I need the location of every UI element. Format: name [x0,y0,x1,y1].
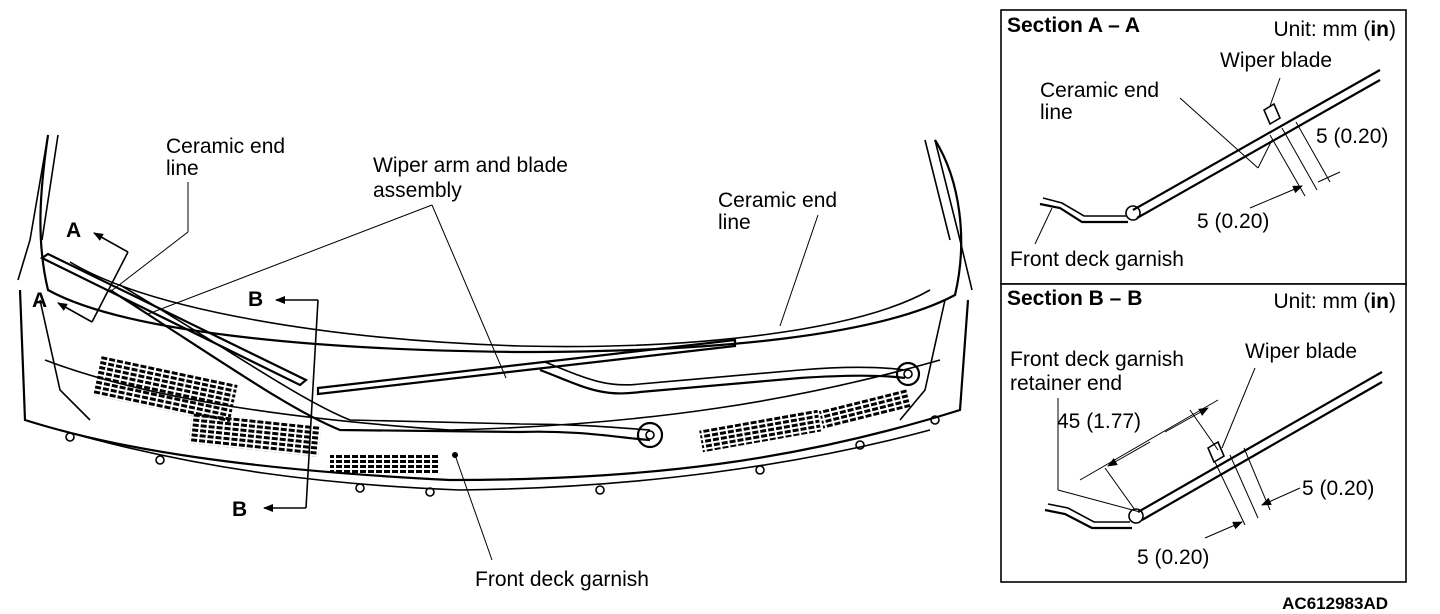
aa-ceramic-line2: line [1040,101,1073,124]
ceramic-left-line1: Ceramic end [166,135,285,158]
windshield-outline [39,134,963,354]
figure-code: AC612983AD [1282,594,1388,613]
left-wiper-arm-inner [119,284,651,431]
center-vent-grille [330,455,440,473]
front-deck-garnish-outline [18,289,970,482]
right-vent-grille [699,409,822,453]
left-wiper-arm [109,289,651,442]
left-vent-grille [92,355,238,425]
ceramic-end-line-right-callout: Ceramic end line [718,189,837,327]
bb-dim-right: 5 (0.20) [1302,477,1374,500]
aa-wiper-blade-tip [1262,102,1282,126]
bb-dim-bottom: 5 (0.20) [1137,546,1209,569]
section-a-top-label: A [66,219,81,242]
right-wiper-arm-inner [544,361,906,386]
right-a-pillar [934,139,973,291]
section-bb-title: Section B – B [1007,287,1142,310]
section-aa-title: Section A – A [1007,14,1140,37]
mounting-holes [65,415,940,497]
aa-dim-bottom: 5 (0.20) [1197,210,1269,233]
garnish-side-right [899,299,946,421]
bb-dim-45: 45 (1.77) [1057,410,1141,433]
right-a-pillar-inner [924,139,951,241]
front-deck-label: Front deck garnish [475,568,649,591]
center-left-vent-grille [188,413,322,457]
section-a-marker: A A [32,219,129,323]
right-wiper-blade [316,338,737,396]
ceramic-right-line2: line [718,211,751,234]
ceramic-end-line-left-callout: Ceramic end line [109,135,285,293]
ceramic-end-line-curve [69,261,931,348]
left-a-pillar [17,134,49,281]
section-a-bottom-label: A [32,289,47,312]
bb-wiper-blade-tip [1206,440,1226,464]
section-bb-frame [1000,283,1407,583]
bb-garnish-clip [1128,508,1144,524]
wiper-arm-line1: Wiper arm and blade [373,154,568,177]
garnish-lower-edge [59,429,931,491]
bb-retainer-line2: retainer end [1010,372,1122,395]
front-deck-garnish-callout: Front deck garnish [452,452,649,591]
wiper-arm-line2: assembly [373,179,462,202]
bb-garnish-profile [1044,508,1132,530]
section-aa-unit: Unit: mm (in) [1274,18,1397,41]
vehicle-illustration [17,134,973,497]
bb-glass-line-lower [1141,381,1383,521]
left-a-pillar-inner [41,134,59,241]
right-wiper-pivot [895,361,921,387]
section-aa-frame [1000,9,1407,285]
left-wiper-blade [39,252,309,387]
garnish-side-left [39,299,91,421]
far-right-vent-grille [818,389,911,429]
section-b-top-label: B [248,288,263,311]
section-b-bottom-label: B [232,498,247,521]
aa-front-deck-label: Front deck garnish [1010,248,1184,271]
aa-ceramic-line1: Ceramic end [1040,79,1159,102]
section-bb-panel: Section B – B Unit: mm (in) Front deck g… [1000,283,1407,583]
bb-retainer-line1: Front deck garnish [1010,348,1184,371]
section-bb-unit: Unit: mm (in) [1274,290,1397,313]
wiper-arm-callout: Wiper arm and blade assembly [147,154,568,379]
aa-garnish-clip [1125,205,1141,221]
bb-wiper-blade-label: Wiper blade [1245,340,1357,363]
aa-wiper-blade-label: Wiper blade [1220,49,1332,72]
aa-glass-line [1132,69,1381,211]
section-aa-panel: Section A – A Unit: mm (in) Wiper blade … [1000,9,1407,285]
left-wiper-pivot [636,421,664,449]
section-b-marker: B B [232,288,319,521]
aa-glass-line-lower [1136,79,1381,219]
ceramic-right-line1: Ceramic end [718,189,837,212]
ceramic-left-line2: line [166,157,199,180]
aa-garnish-profile [1039,202,1128,224]
right-wiper-arm [539,368,906,395]
aa-dim-right: 5 (0.20) [1316,125,1388,148]
bb-glass-line [1137,371,1383,513]
